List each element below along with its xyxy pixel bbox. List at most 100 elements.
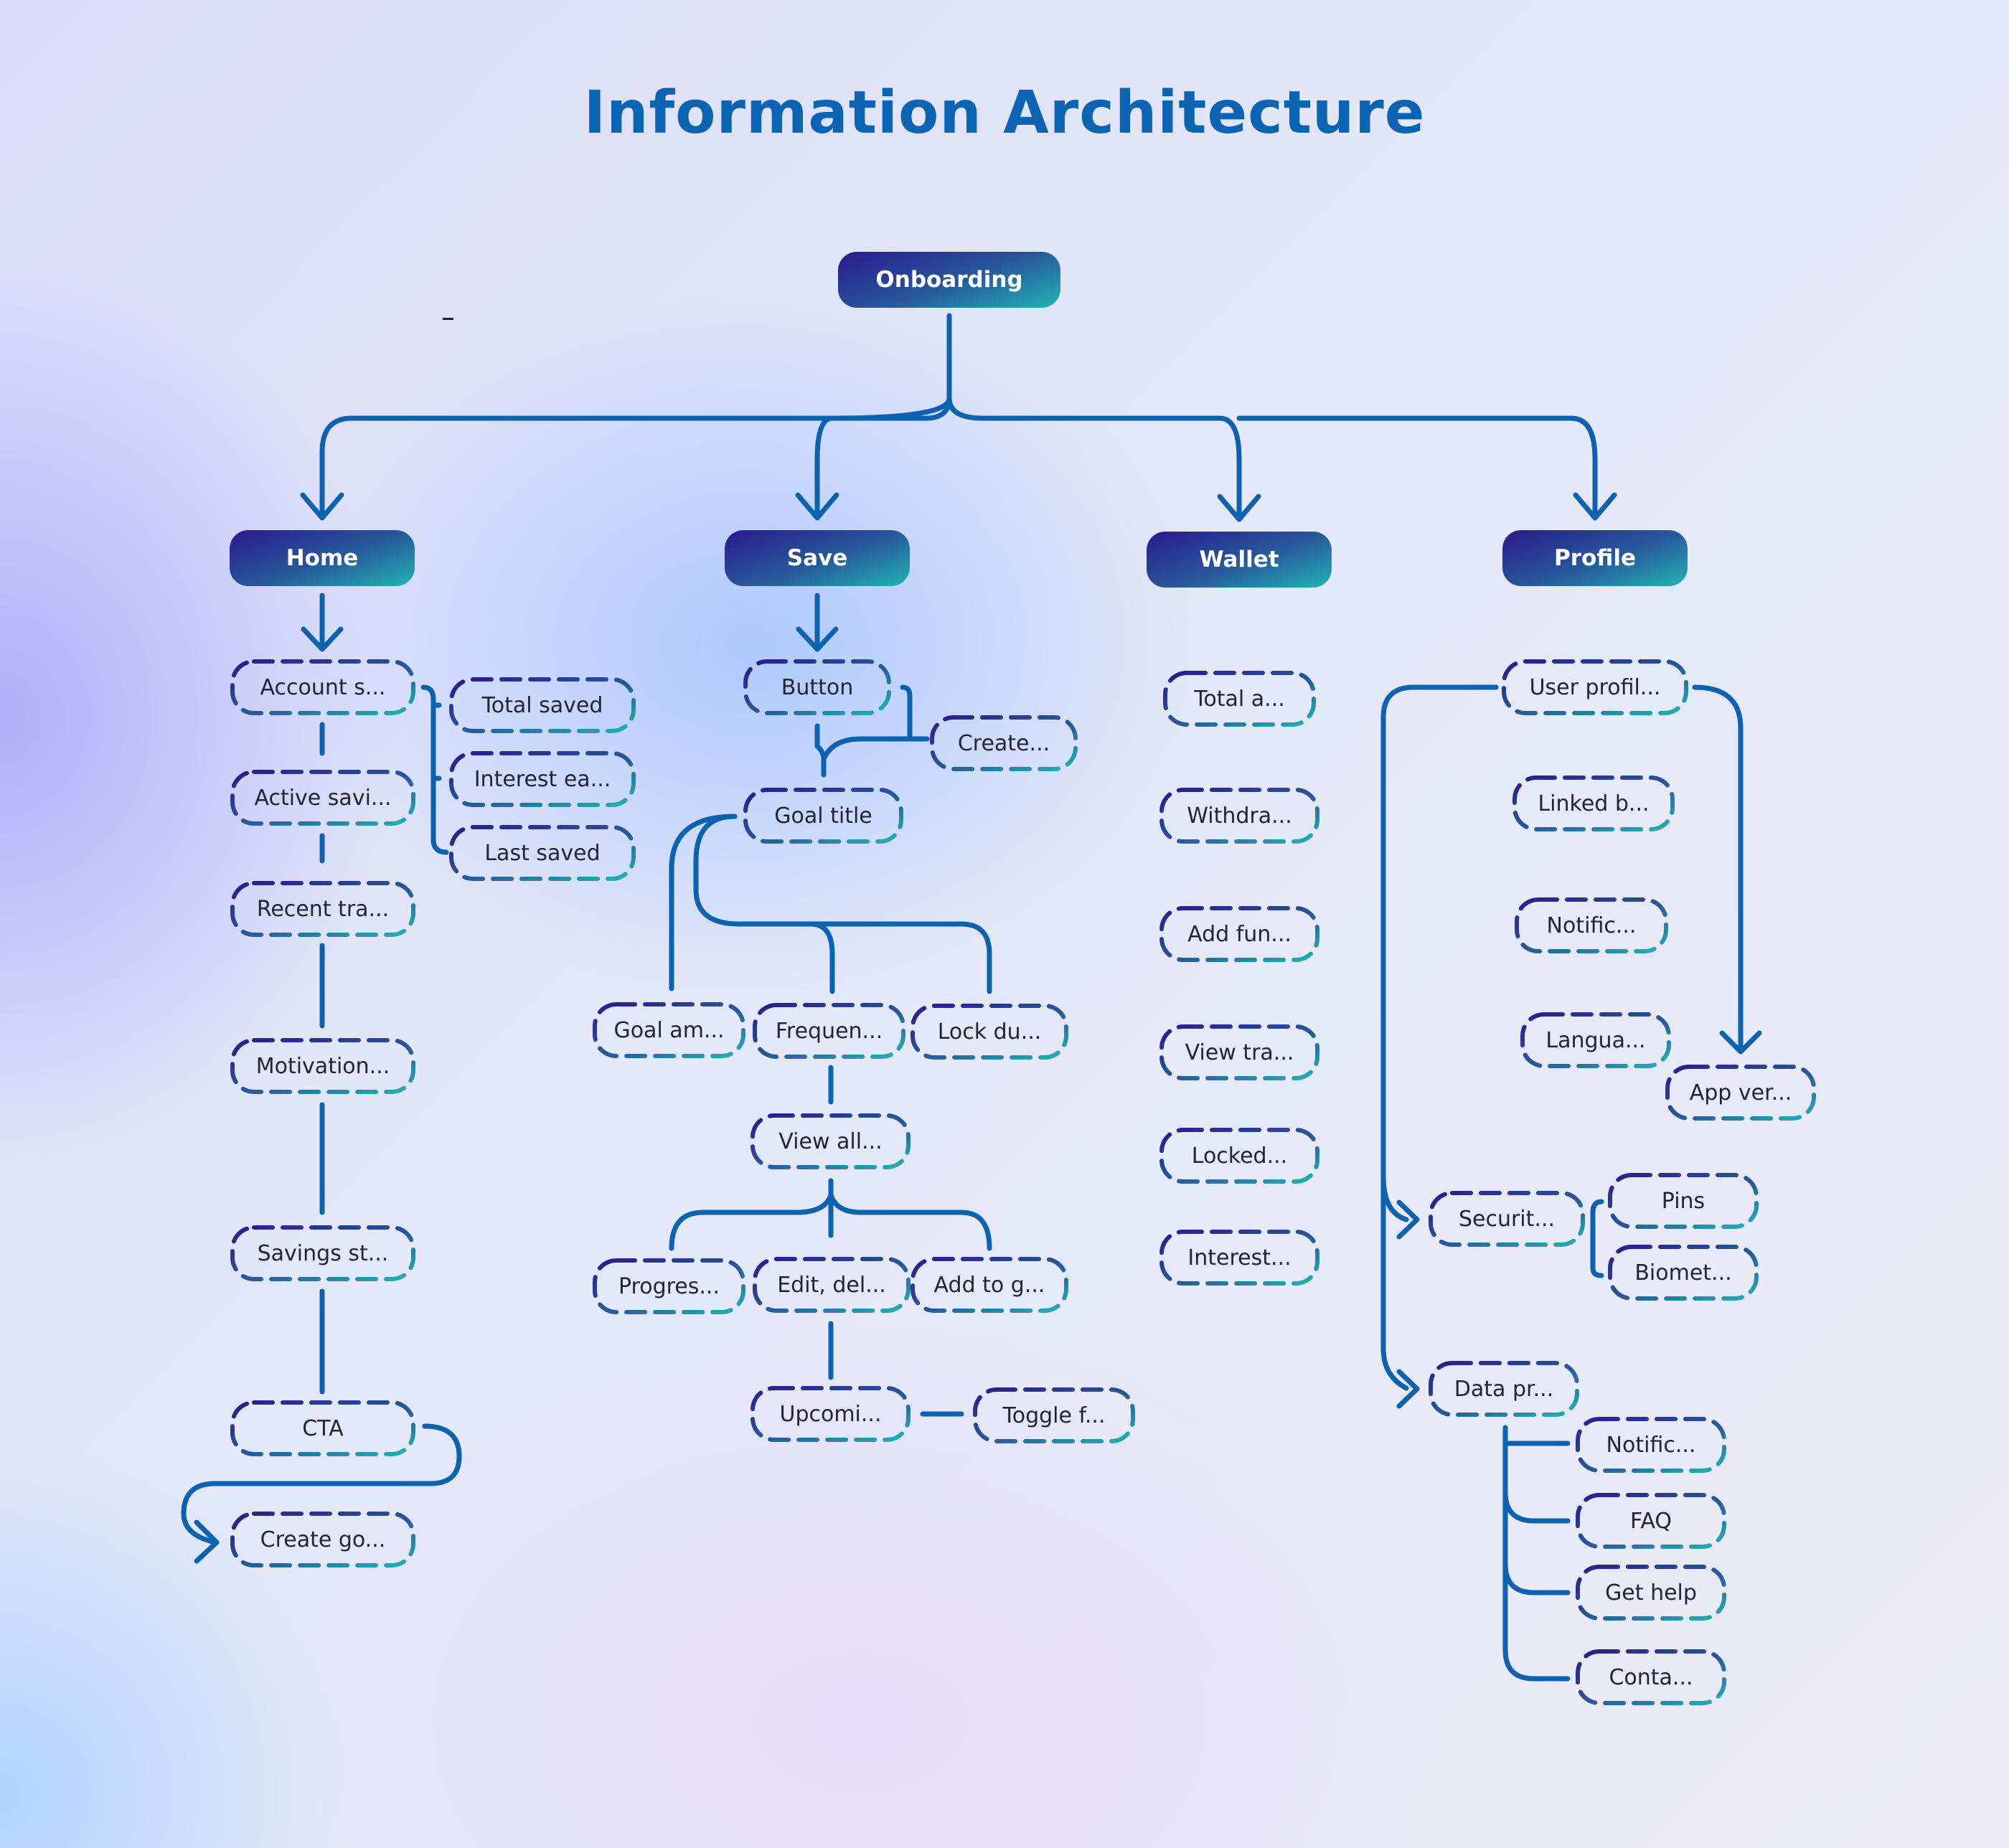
node-profile[interactable]: Profile (1502, 530, 1688, 586)
node-save-goal-amount[interactable]: Goal am... (592, 1001, 746, 1059)
node-save-frequency[interactable]: Frequen... (752, 1002, 906, 1060)
node-save-button[interactable]: Button (743, 659, 892, 716)
connector-security-bracket (1590, 1199, 1604, 1278)
node-wallet-locked[interactable]: Locked... (1159, 1127, 1320, 1184)
node-label: View all... (778, 1128, 883, 1154)
dashed-border (1159, 1024, 1319, 1080)
node-label: Conta... (1609, 1664, 1693, 1690)
dashed-border (911, 1004, 1068, 1060)
dashed-border (230, 1225, 415, 1281)
arrow-data-privacy (1396, 1369, 1420, 1409)
connector-account-bracket (420, 684, 449, 855)
node-profile-contact[interactable]: Conta... (1575, 1649, 1727, 1706)
node-home-account-summary[interactable]: Account s... (230, 659, 416, 716)
node-label: Withdra... (1187, 803, 1292, 829)
node-home-cta[interactable]: CTA (230, 1400, 416, 1457)
connector-onboarding-trunk (319, 313, 952, 519)
node-home-savings-stats[interactable]: Savings st... (230, 1225, 416, 1282)
node-profile-label: Profile (1554, 545, 1636, 571)
node-profile-security[interactable]: Securit... (1428, 1190, 1586, 1248)
node-profile-linked-bank[interactable]: Linked b... (1512, 775, 1675, 832)
dashed-border (593, 1002, 745, 1058)
node-label: Lock du... (937, 1019, 1042, 1045)
dashed-border (1576, 1417, 1726, 1473)
dashed-border (449, 751, 636, 807)
dashed-border (751, 1113, 911, 1169)
node-profile-language[interactable]: Langua... (1520, 1012, 1672, 1069)
dashed-border (1159, 788, 1319, 844)
node-label: Interest... (1187, 1245, 1292, 1270)
arrow-wallet (1217, 494, 1261, 522)
node-onboarding[interactable]: Onboarding (838, 252, 1060, 308)
node-save-lock-duration[interactable]: Lock du... (910, 1003, 1069, 1060)
node-profile-faq[interactable]: FAQ (1575, 1492, 1727, 1550)
dashed-border (1429, 1191, 1585, 1247)
node-wallet-view-transactions[interactable]: View tra... (1159, 1024, 1320, 1081)
arrow-create-goal (194, 1519, 220, 1564)
dashed-border (1608, 1173, 1759, 1229)
node-home-active-savings[interactable]: Active savi... (230, 769, 416, 826)
node-label: Locked... (1191, 1143, 1288, 1169)
node-home-create-goal[interactable]: Create go... (230, 1511, 416, 1568)
node-profile-pins[interactable]: Pins (1607, 1172, 1759, 1230)
node-home-recent-transactions[interactable]: Recent tra... (230, 880, 416, 938)
node-label: Pins (1661, 1188, 1705, 1214)
node-profile-user-profile[interactable]: User profil... (1501, 659, 1689, 716)
node-label: Recent tra... (256, 896, 390, 922)
node-label: Securit... (1458, 1206, 1556, 1232)
node-label: Data pr... (1454, 1376, 1554, 1402)
node-wallet-add-funds[interactable]: Add fun... (1159, 905, 1320, 963)
node-label: Langua... (1545, 1027, 1646, 1053)
node-label: Savings st... (257, 1240, 389, 1266)
dashed-border (751, 1386, 911, 1442)
node-home[interactable]: Home (230, 530, 415, 586)
node-wallet-interest[interactable]: Interest... (1159, 1229, 1320, 1286)
node-profile-notifications[interactable]: Notific... (1514, 897, 1669, 954)
node-label: Active savi... (254, 785, 392, 811)
node-save-create[interactable]: Create... (929, 715, 1078, 772)
node-save-view-all[interactable]: View all... (750, 1113, 911, 1170)
node-label: Create... (957, 730, 1050, 756)
connector-data-tree (1502, 1425, 1571, 1682)
node-label: Add fun... (1187, 921, 1292, 947)
node-save-toggle[interactable]: Toggle f... (972, 1387, 1136, 1444)
connector-cta-create (181, 1423, 462, 1545)
node-save-edit-delete[interactable]: Edit, del... (752, 1256, 911, 1314)
dashed-border (911, 1257, 1068, 1313)
node-home-total-saved[interactable]: Total saved (448, 676, 636, 734)
node-label: Progres... (618, 1273, 720, 1299)
node-save[interactable]: Save (725, 530, 910, 586)
dashed-border (1159, 1128, 1319, 1184)
node-save-add-to-goal[interactable]: Add to g... (910, 1256, 1069, 1314)
node-profile-data-privacy[interactable]: Data pr... (1428, 1360, 1580, 1418)
arrow-save-button (796, 626, 839, 652)
node-label: Linked b... (1538, 791, 1650, 816)
dashed-border (743, 659, 891, 715)
node-profile-get-help[interactable]: Get help (1575, 1564, 1727, 1621)
node-home-interest-earned[interactable]: Interest ea... (448, 750, 636, 808)
connector-user-left (1380, 684, 1499, 1391)
connector-goal-branch (693, 814, 992, 994)
node-profile-app-version[interactable]: App ver... (1665, 1064, 1817, 1121)
node-home-last-saved[interactable]: Last saved (448, 824, 636, 882)
connector-goal-freq (808, 921, 835, 994)
node-save-upcoming[interactable]: Upcomi... (750, 1385, 911, 1443)
node-save-goal-title[interactable]: Goal title (743, 787, 904, 844)
node-wallet-withdraw[interactable]: Withdra... (1159, 787, 1320, 844)
node-onboarding-label: Onboarding (875, 267, 1023, 293)
node-label: Account s... (260, 674, 386, 700)
node-home-label: Home (286, 545, 359, 571)
dashed-border (1163, 671, 1316, 727)
node-save-label: Save (786, 545, 848, 571)
node-profile-data-notifications[interactable]: Notific... (1575, 1416, 1727, 1474)
node-profile-biometrics[interactable]: Biomet... (1607, 1244, 1759, 1301)
node-save-progress[interactable]: Progres... (592, 1258, 746, 1315)
node-wallet[interactable]: Wallet (1147, 532, 1332, 588)
node-home-motivation[interactable]: Motivation... (230, 1037, 416, 1095)
dashed-border (1502, 659, 1688, 715)
node-label: Goal title (774, 803, 872, 829)
node-wallet-total-amount[interactable]: Total a... (1162, 670, 1317, 727)
dashed-border (1665, 1065, 1816, 1121)
page-title: Information Architecture (583, 79, 1426, 147)
dashed-border (1576, 1649, 1726, 1705)
